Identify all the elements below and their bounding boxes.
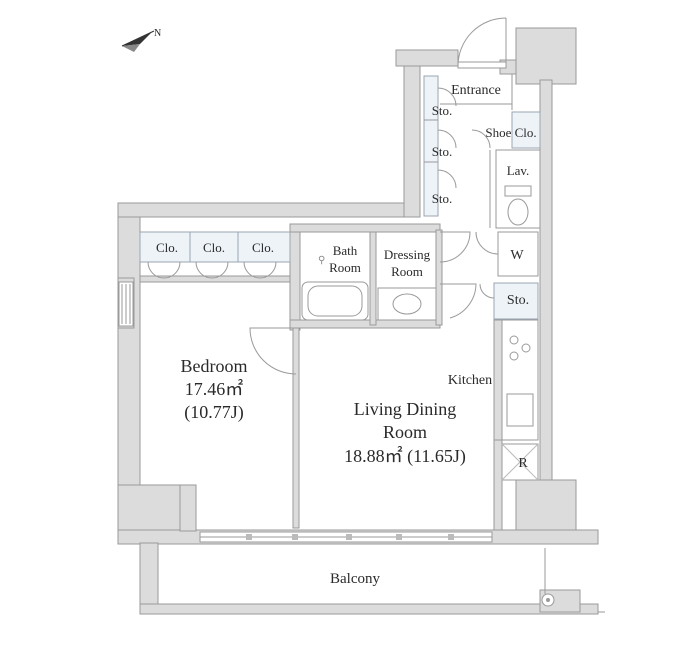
closet-3 xyxy=(237,231,291,263)
bedroom-area: 17.46㎡ xyxy=(185,378,244,399)
burner-icon xyxy=(509,335,519,345)
faucet-icon: ⚲ xyxy=(318,255,325,266)
lavatory-label: Lav. xyxy=(507,163,530,178)
closet-2-label: Clo. xyxy=(203,240,225,255)
dressing-label-line1: Dressing xyxy=(384,247,431,262)
ldk-area: 18.88㎡ (11.65J) xyxy=(344,445,466,467)
bedroom-label: Bedroom xyxy=(181,356,248,376)
bathtub: ⚲ xyxy=(301,255,369,321)
kitchen-counter xyxy=(501,319,539,481)
storage-units xyxy=(139,75,541,320)
burner-icon xyxy=(509,351,519,361)
closet-3-label: Clo. xyxy=(252,240,274,255)
room-labels: Entrance Shoe Clo. Sto. Sto. Sto. Lav. C… xyxy=(156,83,537,587)
bath-label-line2: Room xyxy=(329,260,361,275)
shoe-closet-label: Shoe Clo. xyxy=(485,125,536,140)
bath-label-line1: Bath xyxy=(333,243,358,258)
bedroom-door xyxy=(249,327,297,375)
burner-icon xyxy=(521,343,531,353)
storage-2-label: Sto. xyxy=(432,144,453,159)
entrance-label: Entrance xyxy=(451,83,501,98)
balcony-area xyxy=(157,548,605,613)
bedroom-jo: (10.77J) xyxy=(184,402,244,423)
closet-doors xyxy=(147,261,277,279)
balcony-label: Balcony xyxy=(330,571,380,587)
hall-doors xyxy=(439,231,495,319)
washer-label: W xyxy=(510,248,524,263)
sink-icon xyxy=(392,293,422,315)
storage-1-label: Sto. xyxy=(432,103,453,118)
toilet-icon xyxy=(507,198,529,226)
lavatory xyxy=(489,149,541,229)
storage-kitchen xyxy=(493,282,539,320)
balcony-windows xyxy=(199,531,493,543)
kitchen-sink-icon xyxy=(506,393,534,427)
entrance-door xyxy=(440,17,513,149)
ldk-label-line2: Room xyxy=(383,422,427,442)
closet-2 xyxy=(189,231,239,263)
refrigerator-label: R xyxy=(518,456,528,471)
dressing-label-line2: Room xyxy=(391,264,423,279)
washer-space xyxy=(475,231,539,277)
dressing-sink xyxy=(377,287,437,321)
storage-column xyxy=(423,75,439,217)
ldk-label-line1: Living Dining xyxy=(354,399,457,419)
north-label: N xyxy=(154,28,161,39)
storage-4-label: Sto. xyxy=(507,293,529,308)
left-window xyxy=(118,281,134,327)
kitchen-label: Kitchen xyxy=(448,373,492,388)
storage-3-label: Sto. xyxy=(432,191,453,206)
shoe-closet xyxy=(511,111,541,149)
north-compass-icon: N xyxy=(121,28,161,52)
closet-1-label: Clo. xyxy=(156,240,178,255)
